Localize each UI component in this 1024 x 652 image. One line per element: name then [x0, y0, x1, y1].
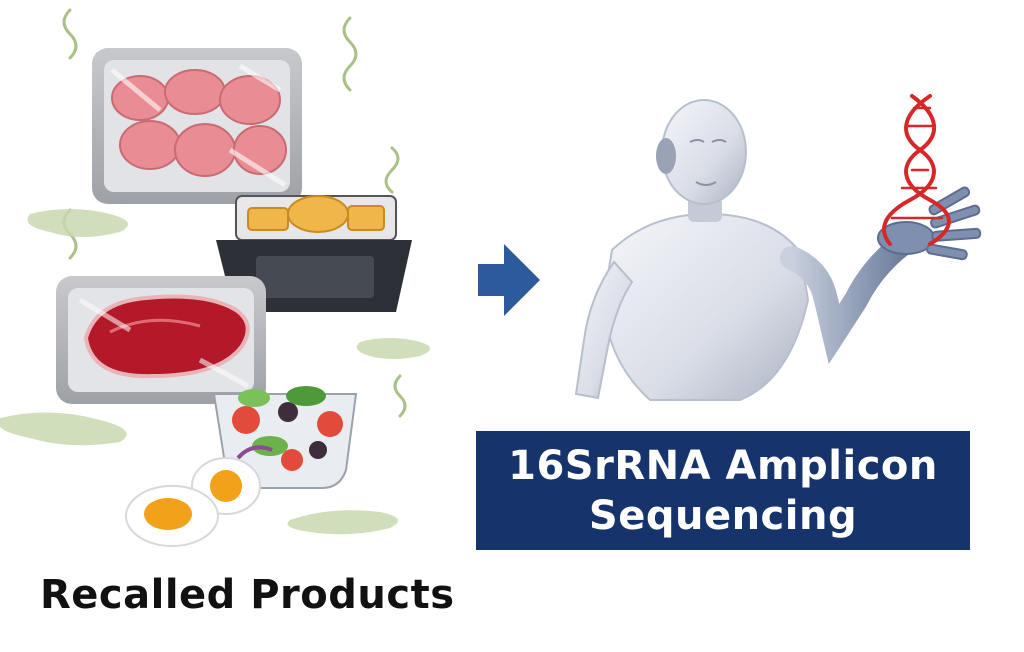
raw-meat-tray-icon [92, 48, 302, 204]
boiled-egg-icon [125, 457, 261, 547]
spill-icon [0, 209, 430, 535]
right-arrow-icon [478, 244, 540, 316]
sequencing-title-line1: 16SrRNA Amplicon [508, 442, 938, 489]
recalled-products-label: Recalled Products [40, 572, 455, 618]
sequencing-title-box: 16SrRNA Amplicon Sequencing [476, 431, 970, 550]
robot-icon [574, 99, 982, 401]
sequencing-title-line2: Sequencing [588, 492, 858, 539]
steak-tray-icon [56, 276, 266, 404]
dna-helix-icon [882, 94, 951, 246]
